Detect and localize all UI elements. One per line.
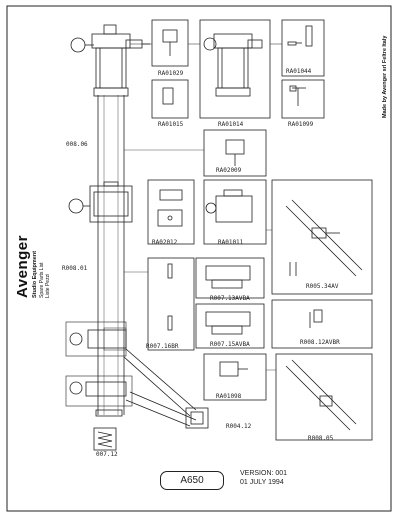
label-r007-16br: R007.16BR <box>146 343 179 350</box>
base-clamp <box>65 375 197 427</box>
part-r005-34av <box>271 179 373 295</box>
spring-part <box>93 427 117 451</box>
part-r007-15avba <box>195 303 265 349</box>
lower-clamp <box>65 321 197 417</box>
part-ra01015 <box>151 79 189 119</box>
part-ra01029 <box>151 19 189 67</box>
version-date: 01 JULY 1994 <box>240 479 284 486</box>
label-007-12: 007.12 <box>96 451 118 458</box>
middle-clamp <box>68 181 133 223</box>
label-ra01044: RA01044 <box>286 68 312 75</box>
part-ra01014 <box>199 19 271 119</box>
label-r008-01: R008.01 <box>62 265 88 272</box>
label-ra01015: RA01015 <box>158 121 184 128</box>
part-r007-16br <box>147 257 195 351</box>
part-r007-13avba <box>195 257 265 299</box>
part-ra01099 <box>281 79 325 119</box>
part-ra01098 <box>203 353 267 401</box>
label-r008-05: R008.05 <box>308 435 334 442</box>
label-ra01011: RA01011 <box>218 239 244 246</box>
label-r008-12avbr: R008.12AVBR <box>300 339 340 346</box>
label-ra01029: RA01029 <box>158 70 184 77</box>
label-r004-12: R004.12 <box>226 423 252 430</box>
part-ra01011 <box>203 179 267 245</box>
label-r005-34av: R005.34AV <box>306 283 339 290</box>
part-ra02012 <box>147 179 195 245</box>
version-text: VERSION: 001 <box>240 470 288 477</box>
sheet-frame <box>6 5 392 512</box>
brand-subtitle-3: Liste Pezzi <box>45 273 51 298</box>
part-r004-12 <box>185 407 209 429</box>
label-ra02009: RA02009 <box>216 167 242 174</box>
brand-subtitle: Studio Equipment <box>32 250 38 298</box>
label-ra01099: RA01099 <box>288 121 314 128</box>
main-column <box>97 95 125 415</box>
label-r007-15avba: R007.15AVBA <box>210 341 250 348</box>
part-r008-12avbr <box>271 299 373 349</box>
manufacturer-note: Made by Avenger srl Feltre Italy <box>382 35 388 118</box>
label-008-06: 008.06 <box>66 141 88 148</box>
part-ra01044 <box>281 19 325 77</box>
part-r008-05 <box>275 353 373 441</box>
label-ra02012: RA02012 <box>152 239 178 246</box>
label-ra01014: RA01014 <box>218 121 244 128</box>
brand-logo: Avenger <box>14 235 31 298</box>
label-ra01098: RA01098 <box>216 393 242 400</box>
label-r007-13avba: R007.13AVBA <box>210 295 250 302</box>
version-block: VERSION: 001 01 JULY 1994 <box>240 469 287 487</box>
top-clamp-head <box>70 24 150 97</box>
model-number-box: A650 <box>160 471 224 490</box>
part-ra02009 <box>203 129 267 177</box>
